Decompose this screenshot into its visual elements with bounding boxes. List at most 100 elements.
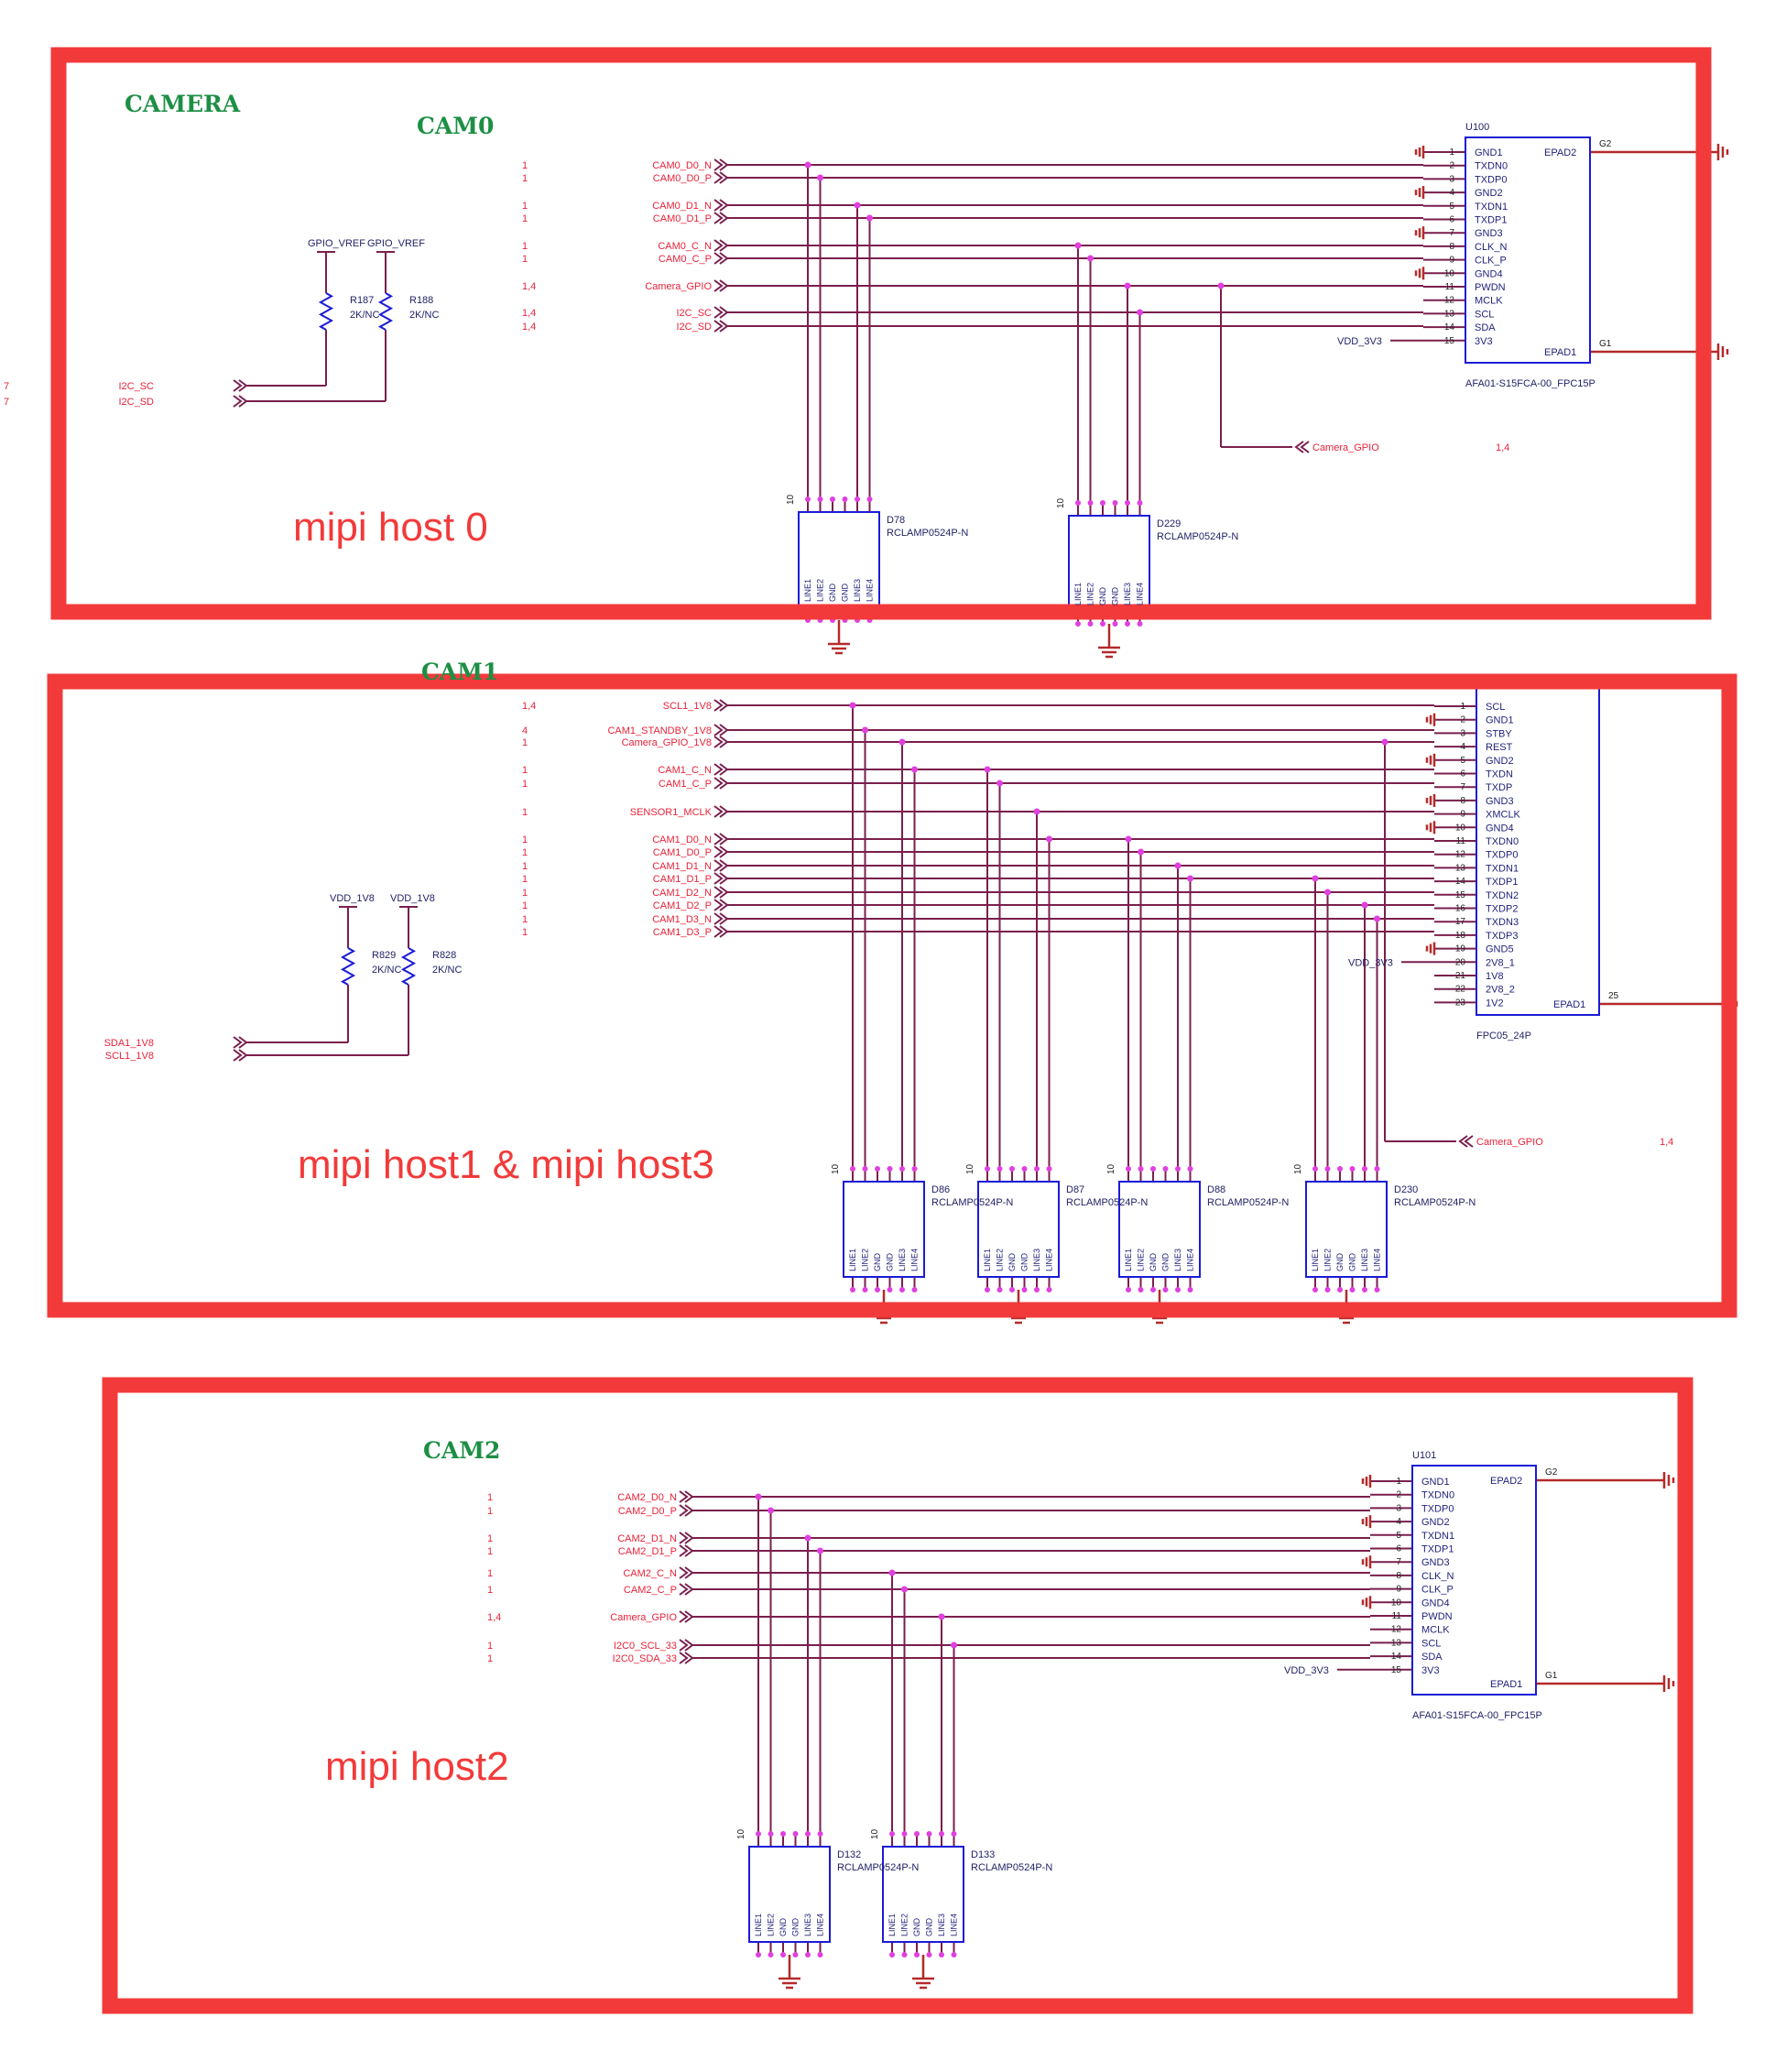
vdd-label: VDD_3V3 [1284, 1665, 1329, 1676]
connector-pin-number: 12 [1444, 296, 1455, 306]
junction-dot [1150, 1287, 1156, 1292]
net-label: CAM1_D2_P [653, 900, 712, 911]
junction-dot [830, 496, 835, 502]
tvs-pin-label: LINE3 [803, 1914, 812, 1936]
junction-dot [817, 496, 823, 502]
junction-dot [1137, 500, 1143, 506]
connector-pin-number: 10 [1391, 1598, 1402, 1608]
junction-dot [914, 1952, 920, 1957]
junction-dot [768, 1507, 774, 1514]
port-arrow [679, 1504, 694, 1517]
section-title: CAM2 [423, 1437, 500, 1464]
resistor-value: 2K/NC [432, 965, 462, 976]
net-sheet-ref: 1 [522, 874, 528, 885]
junction-dot [1074, 242, 1082, 249]
connector-pin-name: GND3 [1486, 796, 1514, 807]
tvs-ref: D78 [887, 515, 905, 526]
connector-pin-number: 13 [1391, 1638, 1402, 1648]
net-label: I2C0_SDA_33 [613, 1653, 677, 1664]
junction-dot [911, 766, 918, 773]
port-arrow [679, 1652, 694, 1664]
tvs-pin-label: GND [1007, 1253, 1017, 1272]
resistor-value: 2K/NC [350, 310, 379, 321]
port-arrow [713, 763, 729, 776]
epad-bottom: EPAD1 [1490, 1679, 1522, 1690]
section-frame-host2 [102, 1377, 1693, 2014]
junction-dot [1312, 875, 1319, 882]
tvs-pin-label: GND [1335, 1253, 1345, 1272]
net-sheet-ref: 1 [522, 201, 528, 212]
junction-dot [985, 1166, 990, 1172]
tvs-part: RCLAMP0524P-N [971, 1862, 1052, 1873]
connector-pin-name: TXDN [1486, 769, 1513, 780]
connector-pin-name: TXDP0 [1486, 850, 1518, 861]
connector-pin-name: TXDN0 [1486, 836, 1519, 847]
connector-pin-name: TXDN1 [1475, 202, 1508, 213]
connector-pin-number: 6 [1396, 1544, 1401, 1554]
junction-dot [1138, 848, 1144, 856]
tvs-pin-label: GND [925, 1918, 934, 1937]
tvs-pin-label: LINE2 [1137, 1249, 1146, 1271]
net-label: CAM2_C_N [623, 1568, 677, 1579]
junction-dot [1217, 282, 1225, 289]
connector-pin-name: TXDP1 [1475, 215, 1507, 226]
connector-pin-name: GND1 [1421, 1477, 1450, 1488]
tvs-pin-number: 10 [1106, 1163, 1116, 1174]
net-label: CAM0_C_N [658, 241, 712, 252]
junction-dot [1087, 255, 1094, 262]
port-arrow [679, 1639, 694, 1652]
connector-pin-number: 11 [1392, 1611, 1402, 1621]
net-label: I2C_SD [676, 322, 712, 333]
net-sheet-ref: 1,4 [522, 701, 536, 712]
tvs-pin-label: LINE1 [803, 579, 812, 602]
net-sheet-ref: 1,4 [522, 281, 536, 292]
tvs-pin-label: GND [1098, 587, 1107, 606]
net-sheet-ref: 1 [522, 888, 528, 899]
connector-pin-number: 6 [1449, 215, 1454, 225]
tvs-diode-d78 [798, 511, 880, 608]
junction-dot [1034, 1287, 1040, 1292]
connector-pin-number: 7 [1396, 1557, 1401, 1567]
connector-pin-number: 1 [1396, 1477, 1401, 1487]
connector-pin-number: 10 [1444, 268, 1455, 278]
junction-dot [1150, 1166, 1156, 1172]
junction-dot [768, 1952, 774, 1957]
port-arrow [679, 1544, 694, 1557]
net-sheet-ref: 1 [522, 254, 528, 265]
junction-dot [1324, 889, 1331, 896]
port-arrow [713, 805, 729, 818]
junction-dot [996, 1287, 1003, 1292]
epad-bottom: EPAD1 [1544, 347, 1576, 358]
junction-dot [996, 780, 1003, 787]
tvs-ref: D88 [1207, 1184, 1225, 1195]
tvs-pin-label: GND [1161, 1253, 1171, 1272]
tvs-pin-label: LINE3 [853, 579, 862, 602]
junction-dot [1174, 862, 1182, 869]
junction-dot [1125, 500, 1130, 506]
net-sheet-ref: 1 [522, 861, 528, 872]
connector-pin-number: 13 [1455, 863, 1466, 873]
junction-dot [1009, 1166, 1015, 1172]
net-sheet-ref: 1 [522, 213, 528, 224]
net-sheet-ref: 1 [522, 900, 528, 911]
port-arrow [713, 212, 729, 224]
connector-pin-name: SDA [1421, 1652, 1443, 1663]
tvs-part: RCLAMP0524P-N [1157, 531, 1238, 542]
junction-dot [1112, 621, 1118, 627]
connector-pin-number: 15 [1444, 336, 1455, 346]
junction-dot [1100, 621, 1105, 627]
connector-pin-number: 9 [1449, 256, 1454, 266]
net-label: I2C_SC [676, 308, 712, 319]
port-arrow [713, 777, 729, 790]
port-arrow [679, 1490, 694, 1503]
tvs-diode-d230 [1305, 1181, 1388, 1278]
junction-dot [792, 1831, 799, 1837]
connector-pin-number: 18 [1455, 931, 1466, 941]
net-label: Camera_GPIO [610, 1612, 677, 1623]
net-sheet-ref: 1 [487, 1546, 493, 1557]
tvs-part: RCLAMP0524P-N [1066, 1197, 1148, 1208]
resistor-symbol [318, 292, 334, 331]
junction-dot [1162, 1287, 1169, 1292]
port-arrow [713, 171, 729, 184]
epad-g-bottom: G1 [1545, 1671, 1558, 1681]
